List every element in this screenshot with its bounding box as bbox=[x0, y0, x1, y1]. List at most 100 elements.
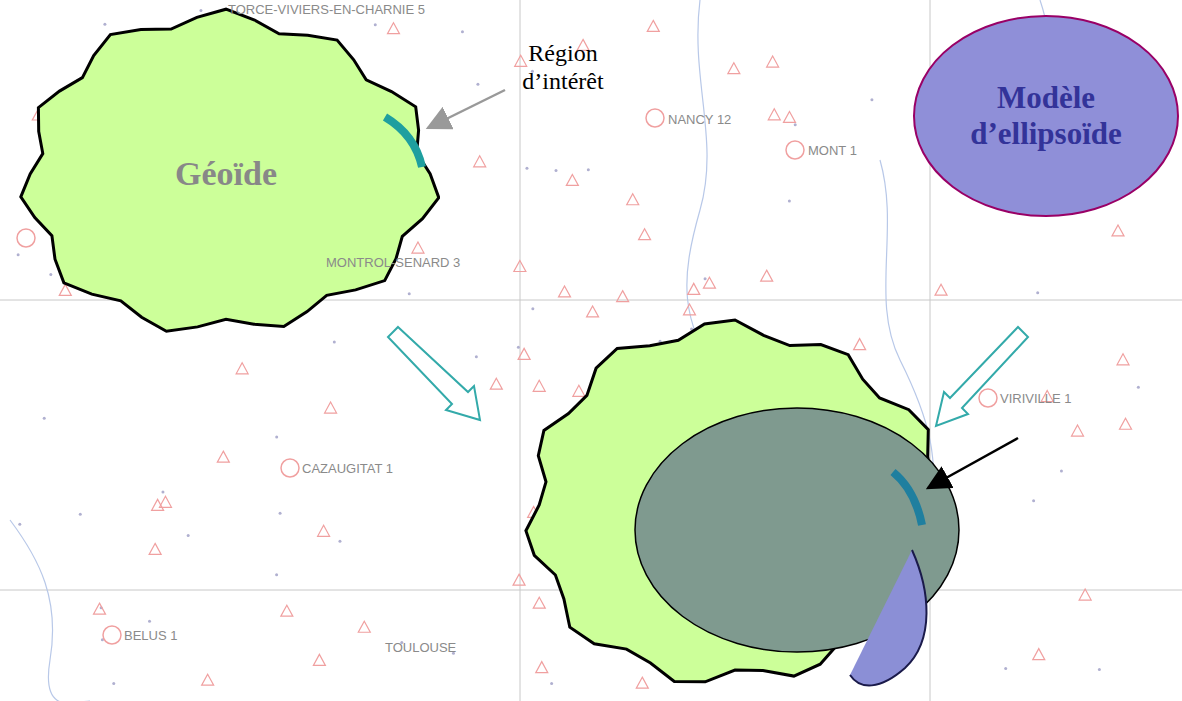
map-triangle bbox=[412, 242, 424, 253]
map-triangle bbox=[783, 111, 795, 122]
map-circle bbox=[103, 626, 121, 644]
map-triangle bbox=[515, 55, 527, 66]
map-dot bbox=[517, 346, 520, 349]
ellipsoid-shape: Modèle d’ellipsoïde bbox=[912, 14, 1180, 218]
shape-label: Géoïde bbox=[175, 154, 277, 193]
map-triangle bbox=[1117, 354, 1129, 365]
map-dot bbox=[374, 23, 377, 26]
map-dot bbox=[112, 682, 115, 685]
map-triangle bbox=[202, 674, 214, 685]
map-circle bbox=[786, 141, 804, 159]
merge-arrow bbox=[936, 327, 1028, 426]
map-triangle bbox=[518, 348, 530, 359]
map-place-name: VIRIVILLE 1 bbox=[1000, 391, 1072, 406]
map-dot bbox=[794, 123, 797, 126]
map-dot bbox=[461, 30, 464, 33]
map-triangle bbox=[566, 174, 578, 185]
map-triangle bbox=[573, 385, 585, 396]
map-dot bbox=[587, 168, 590, 171]
map-place-name: MONT 1 bbox=[808, 143, 857, 158]
geoid-shape: Géoïde bbox=[12, 5, 440, 343]
map-dot bbox=[525, 167, 528, 170]
map-triangle bbox=[514, 260, 526, 271]
map-dot bbox=[1032, 499, 1035, 502]
map-triangle bbox=[313, 654, 325, 665]
map-triangle bbox=[935, 284, 947, 295]
map-place-name: TOULOUSE bbox=[385, 640, 456, 655]
map-triangle bbox=[281, 605, 293, 616]
map-triangle bbox=[683, 304, 695, 315]
map-triangle bbox=[533, 380, 545, 391]
map-dot bbox=[475, 355, 478, 358]
map-place-name: CAZAUGITAT 1 bbox=[302, 461, 393, 476]
map-triangle bbox=[159, 496, 171, 507]
map-triangle bbox=[703, 277, 715, 288]
map-dot bbox=[408, 292, 411, 295]
map-dot bbox=[275, 436, 278, 439]
merge-arrow bbox=[388, 327, 480, 420]
map-dot bbox=[103, 23, 106, 26]
map-triangle bbox=[149, 543, 161, 554]
map-dot bbox=[338, 540, 341, 543]
pointer-arrow bbox=[928, 438, 1018, 488]
map-triangle bbox=[1079, 589, 1091, 600]
map-dot bbox=[1137, 386, 1140, 389]
map-triangle bbox=[318, 525, 330, 536]
map-triangle bbox=[387, 23, 399, 34]
map-triangle bbox=[761, 270, 773, 281]
map-circle bbox=[281, 459, 299, 477]
map-triangle bbox=[533, 597, 545, 608]
map-place-name: BELUS 1 bbox=[124, 628, 177, 643]
map-triangle bbox=[1072, 425, 1084, 436]
map-triangle bbox=[768, 109, 780, 120]
map-circle bbox=[979, 389, 997, 407]
map-dot bbox=[43, 417, 46, 420]
map-triangle bbox=[325, 402, 337, 413]
map-dot bbox=[279, 512, 282, 515]
map-dot bbox=[148, 620, 151, 623]
map-triangle bbox=[636, 677, 648, 688]
callout-label: Région d’intérêt bbox=[508, 40, 618, 95]
map-triangle bbox=[559, 286, 571, 297]
map-circle bbox=[646, 109, 664, 127]
map-triangle bbox=[236, 363, 248, 374]
map-dot bbox=[1060, 469, 1063, 472]
map-triangle bbox=[358, 621, 370, 632]
ellipsoid-outside-part bbox=[850, 550, 927, 685]
shape-label: Modèle d’ellipsoïde bbox=[932, 80, 1160, 151]
map-triangle bbox=[854, 339, 866, 350]
map-triangle bbox=[639, 229, 651, 240]
map-triangle bbox=[767, 56, 779, 67]
map-triangle bbox=[217, 451, 229, 462]
map-triangle bbox=[1112, 225, 1124, 236]
map-dot bbox=[476, 83, 479, 86]
map-dot bbox=[275, 573, 278, 576]
map-dot bbox=[199, 9, 202, 12]
map-dot bbox=[555, 169, 558, 172]
map-triangle bbox=[536, 662, 548, 673]
map-circle bbox=[17, 229, 35, 247]
map-triangle bbox=[490, 378, 502, 389]
map-triangle bbox=[94, 603, 106, 614]
map-triangle bbox=[627, 194, 639, 205]
map-place-name: TORCE-VIVIERS-EN-CHARNIE 5 bbox=[228, 2, 425, 17]
map-place-name: MONTROL-SENARD 3 bbox=[326, 255, 460, 270]
map-dot bbox=[870, 98, 873, 101]
map-dot bbox=[79, 513, 82, 516]
map-dot bbox=[1098, 668, 1101, 671]
map-triangle bbox=[728, 63, 740, 74]
map-dot bbox=[17, 253, 20, 256]
map-triangle bbox=[474, 156, 486, 167]
map-dot bbox=[333, 341, 336, 344]
map-triangle bbox=[1033, 649, 1045, 660]
map-dot bbox=[18, 523, 21, 526]
map-dot bbox=[1036, 291, 1039, 294]
map-dot bbox=[161, 491, 164, 494]
map-triangle bbox=[617, 291, 629, 302]
map-triangle bbox=[587, 306, 599, 317]
map-dot bbox=[1004, 667, 1007, 670]
map-triangle bbox=[152, 499, 164, 510]
map-triangle bbox=[513, 574, 525, 585]
map-dot bbox=[788, 199, 791, 202]
